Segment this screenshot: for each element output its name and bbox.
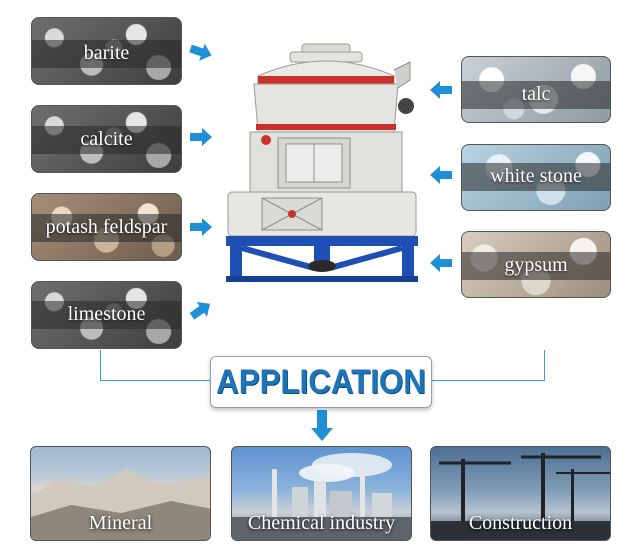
white-stone-label: white stone — [490, 165, 582, 187]
application-title: APPLICATION — [216, 362, 426, 401]
arrow-right-icon — [190, 128, 212, 146]
chemical-industry-scene: Chemical industry — [231, 446, 412, 541]
connector-left — [100, 350, 211, 381]
limestone-tile: limestone — [31, 281, 182, 349]
arrow-left-icon — [430, 166, 452, 184]
talc-tile: talc — [461, 56, 611, 123]
chemical-industry-label: Chemical industry — [247, 512, 396, 534]
talc-label: talc — [521, 83, 551, 105]
application-banner: APPLICATION — [210, 356, 432, 408]
arrow-right-icon — [189, 43, 212, 61]
mineral-label: Mineral — [88, 512, 153, 534]
calcite-label: calcite — [80, 128, 133, 150]
connector-right — [432, 350, 545, 381]
arrow-left-icon — [430, 254, 452, 272]
arrow-left-icon — [430, 81, 452, 99]
construction-label: Construction — [468, 512, 573, 534]
construction-scene: Construction — [430, 446, 611, 541]
arrow-right-icon — [190, 218, 212, 236]
arrow-down-icon — [311, 410, 333, 441]
grinding-mill-image — [226, 43, 418, 282]
barite-tile: barite — [31, 17, 182, 85]
arrow-right-icon — [189, 302, 211, 320]
limestone-label: limestone — [67, 303, 146, 325]
white-stone-tile: white stone — [461, 144, 611, 211]
calcite-tile: calcite — [31, 105, 182, 173]
barite-label: barite — [83, 42, 130, 64]
mineral-scene: Mineral — [30, 446, 211, 541]
gypsum-label: gypsum — [504, 254, 568, 276]
gypsum-tile: gypsum — [461, 231, 611, 298]
potash-feldspar-tile: potash feldspar — [31, 193, 182, 261]
potash-feldspar-label: potash feldspar — [45, 216, 168, 238]
